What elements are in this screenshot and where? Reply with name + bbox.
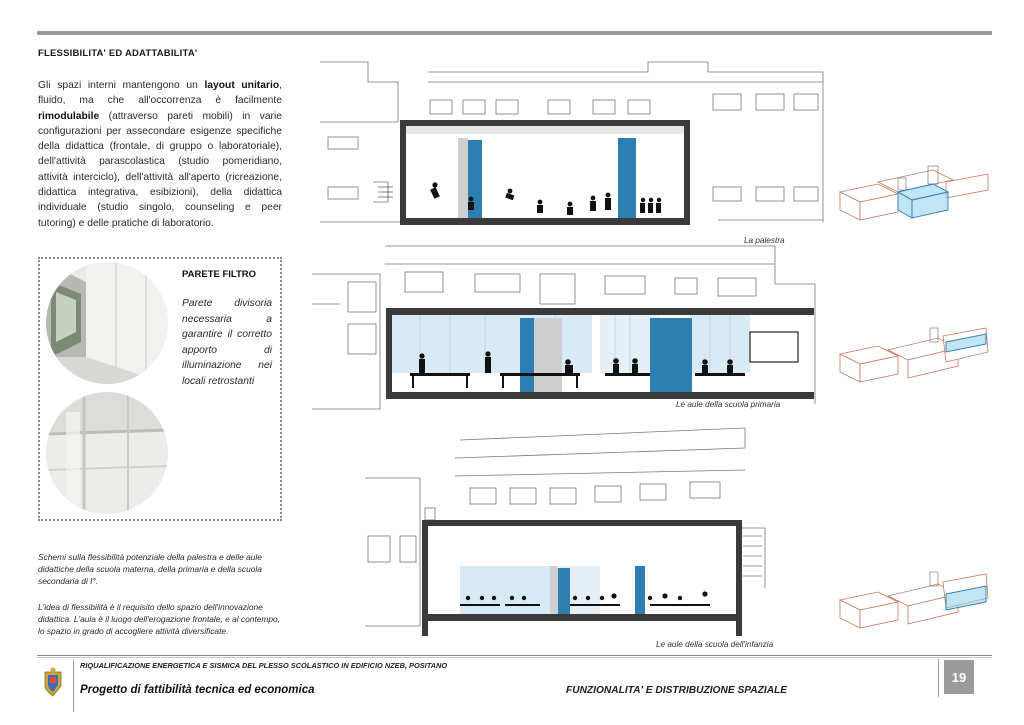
caption-infanzia: Le aule della scuola dell'infanzia xyxy=(656,640,774,649)
section-drawing-infanzia xyxy=(365,427,766,636)
axon-diagram-palestra xyxy=(838,165,989,221)
axon-diagram-primaria xyxy=(838,327,989,383)
page-number-divider xyxy=(938,659,939,697)
page-number: 19 xyxy=(944,660,974,694)
schemi-caption: Schemi sulla flessibilità potenziale del… xyxy=(38,552,262,586)
project-title: RIQUALIFICAZIONE ENERGETICA E SISMICA DE… xyxy=(80,661,448,670)
municipal-crest-icon xyxy=(44,667,62,697)
flessibilita-caption: L'idea di flessibilità è il requisito de… xyxy=(38,602,281,636)
parete-filtro-photo-glass xyxy=(46,392,168,514)
footer-rule xyxy=(37,655,992,656)
caption-primaria: Le aule della scuola primaria xyxy=(676,400,781,409)
parete-filtro-box xyxy=(38,257,282,521)
parete-filtro-text: Parete divisoria necessaria a garantire … xyxy=(182,298,272,387)
axon-diagram-infanzia xyxy=(838,571,989,629)
footer-rule-secondary xyxy=(37,657,992,658)
caption-palestra: La palestra xyxy=(744,236,785,245)
chapter-title: FUNZIONALITA' E DISTRIBUZIONE SPAZIALE xyxy=(566,685,788,696)
project-subtitle: Progetto di fattibilità tecnica ed econo… xyxy=(80,684,315,696)
section-drawing-palestra xyxy=(320,61,824,225)
section-heading: FLESSIBILITA' ED ADATTABILITA' xyxy=(38,48,198,59)
footer-divider xyxy=(73,660,74,712)
section-drawing-primaria xyxy=(312,245,816,410)
parete-filtro-photo-corridor xyxy=(46,262,168,384)
top-rule xyxy=(37,31,992,35)
parete-filtro-title: PARETE FILTRO xyxy=(182,269,257,280)
intro-paragraph: Gli spazi interni mantengono un layout u… xyxy=(38,80,282,229)
